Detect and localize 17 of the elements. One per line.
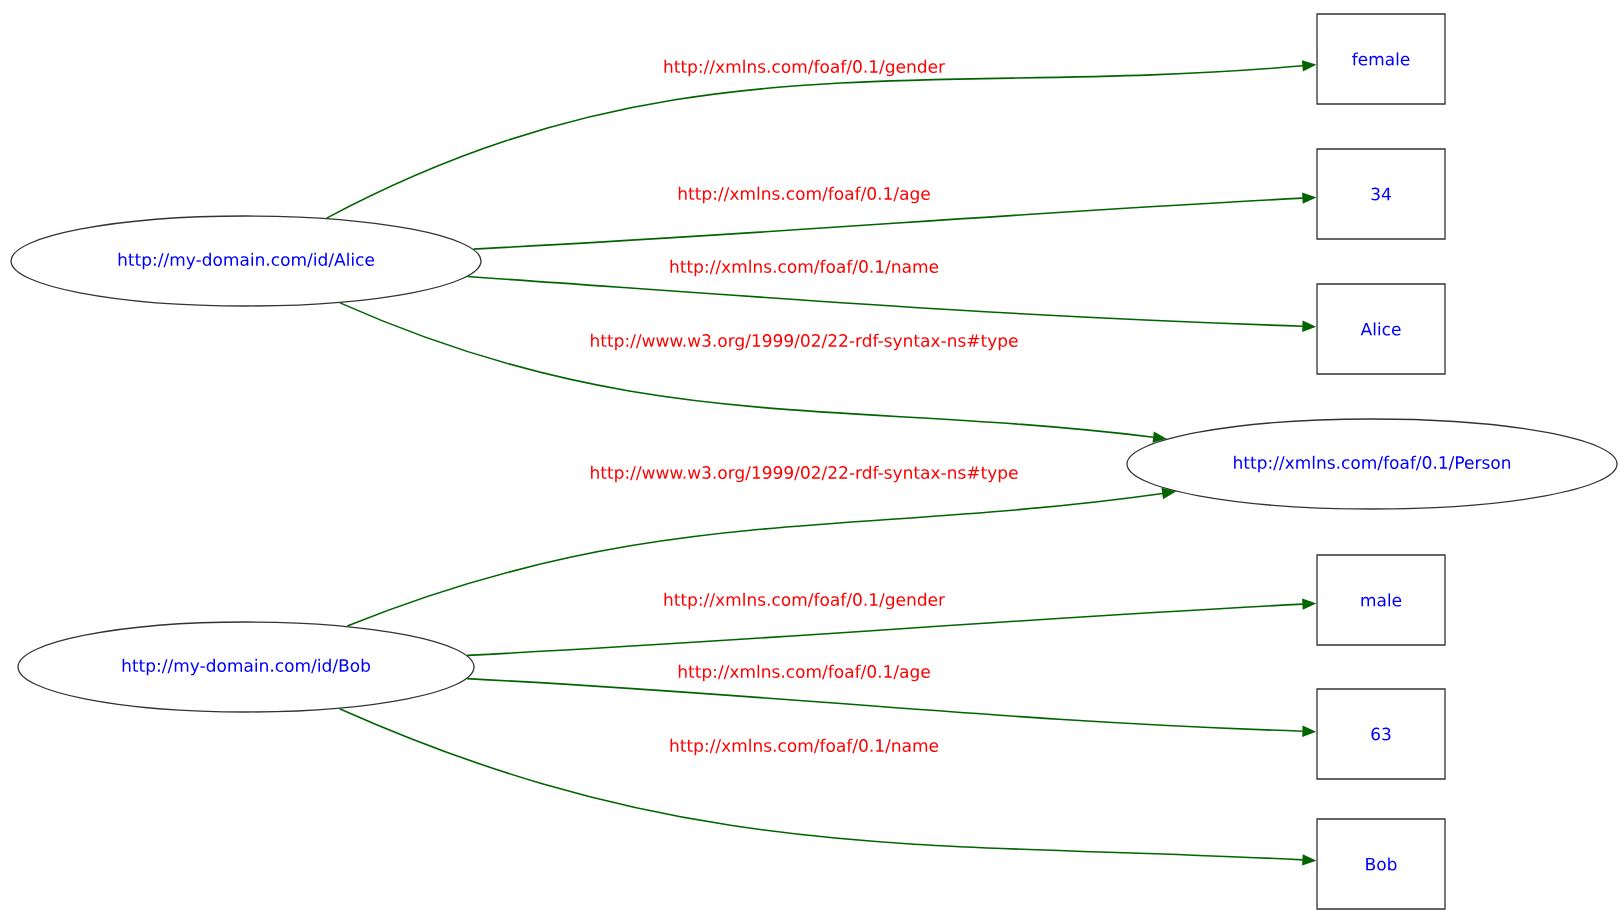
edge-label: http://xmlns.com/foaf/0.1/name bbox=[668, 737, 940, 757]
edge-label: http://xmlns.com/foaf/0.1/gender bbox=[662, 58, 947, 78]
literal-box: 63 bbox=[1316, 688, 1446, 780]
ellipse-node: http://my-domain.com/id/Alice bbox=[10, 215, 482, 307]
edge-label: http://xmlns.com/foaf/0.1/gender bbox=[662, 591, 947, 611]
literal-box: female bbox=[1316, 13, 1446, 105]
edge-label: http://xmlns.com/foaf/0.1/age bbox=[676, 663, 932, 683]
ellipse-node: http://xmlns.com/foaf/0.1/Person bbox=[1126, 418, 1618, 510]
literal-box: Bob bbox=[1316, 818, 1446, 910]
edge-label: http://xmlns.com/foaf/0.1/name bbox=[668, 258, 940, 278]
literal-box: 34 bbox=[1316, 148, 1446, 240]
edge-label: http://xmlns.com/foaf/0.1/age bbox=[676, 185, 932, 205]
literal-box: male bbox=[1316, 554, 1446, 646]
edge-label: http://www.w3.org/1999/02/22-rdf-syntax-ns#type bbox=[588, 464, 1020, 484]
ellipse-node: http://my-domain.com/id/Bob bbox=[17, 621, 475, 713]
literal-box: Alice bbox=[1316, 283, 1446, 375]
edge-label: http://www.w3.org/1999/02/22-rdf-syntax-ns#type bbox=[588, 332, 1020, 352]
